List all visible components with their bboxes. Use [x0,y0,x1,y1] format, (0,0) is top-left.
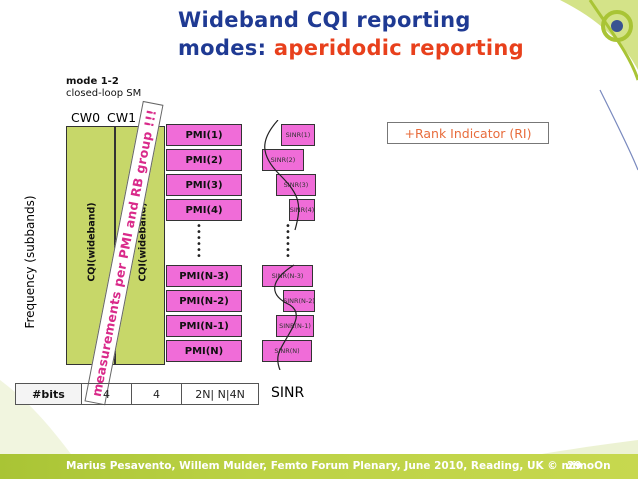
pmi-ellipsis: •••••• [196,221,202,262]
rank-indicator: +Rank Indicator (RI) [387,122,549,144]
bits-cw1: 4 [132,384,182,404]
cw0-cqi-label: CQI(wideband) [86,202,98,282]
cw1-label: CW1 [107,110,137,125]
frequency-axis-label: Frequency (subbands) [23,195,37,329]
sinr-cell: SINR(4) [289,199,315,221]
sinr-cell: SINR(N-3) [262,265,313,287]
mode-subtitle: closed-loop SM [66,88,142,99]
sinr-cell: SINR(3) [276,174,316,196]
footer-text: Marius Pesavento, Willem Mulder, Femto F… [66,460,611,472]
pmi-cell: PMI(2) [166,149,242,171]
cw0-label: CW0 [71,110,101,125]
pmi-cell: PMI(N) [166,340,242,362]
sinr-ellipsis: •••••• [285,221,291,262]
bits-header: #bits [16,384,82,404]
sinr-cell: SINR(N-1) [276,315,314,337]
pmi-cell: PMI(4) [166,199,242,221]
pmi-cell: PMI(N-1) [166,315,242,337]
bits-pmi: 2N| N|4N [195,387,245,401]
page-number: 29 [567,460,582,472]
footer-bar [0,454,638,479]
pmi-cell: PMI(3) [166,174,242,196]
sinr-cell: SINR(N) [262,340,312,362]
title-accent: aperidodic reporting [273,36,524,60]
bits-table: #bits 4 4 2N| N|4N [15,383,259,405]
sinr-cell: SINR(N-2) [283,290,315,312]
mode-title: mode 1-2 [66,76,119,87]
slide-title: Wideband CQI reporting modes: aperidodic… [178,6,618,62]
title-prefix: modes: [178,36,274,60]
sinr-label: SINR [271,385,305,401]
sinr-curve [264,120,300,370]
sinr-cell: SINR(1) [281,124,315,146]
pmi-cell: PMI(N-2) [166,290,242,312]
title-line-2: modes: aperidodic reporting [178,34,618,62]
title-line-1: Wideband CQI reporting [178,8,471,32]
bits-cw0: 4 [82,384,132,404]
pmi-cell: PMI(1) [166,124,242,146]
pmi-cell: PMI(N-3) [166,265,242,287]
